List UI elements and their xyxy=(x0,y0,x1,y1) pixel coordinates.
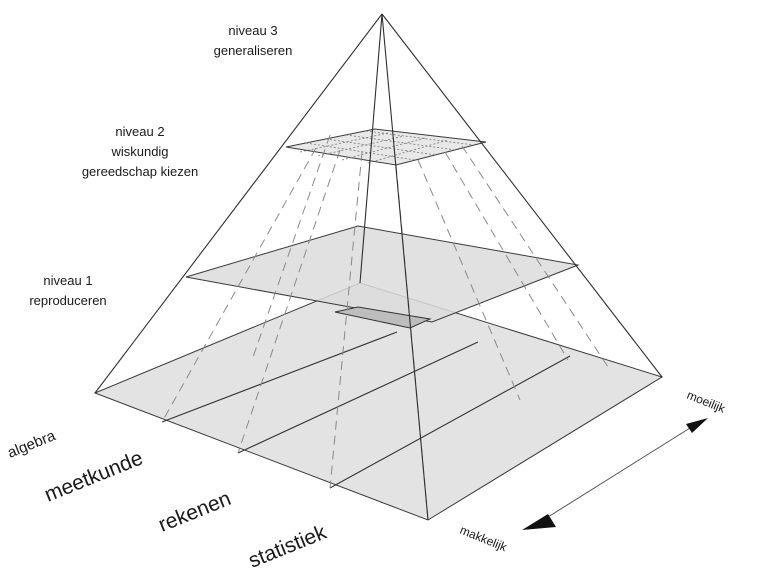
top-plane xyxy=(285,128,487,166)
domain-label-statistiek: statistiek xyxy=(245,521,330,571)
axis-label-easy: makkelijk xyxy=(458,523,510,555)
domain-label-rekenen: rekenen xyxy=(155,487,234,537)
difficulty-axis-line xyxy=(547,427,691,518)
level-1-title: niveau 1 xyxy=(43,273,92,288)
middle-plane-highlight xyxy=(334,306,432,329)
level-2-line: wiskundig xyxy=(110,144,168,159)
pyramid-edges xyxy=(94,13,663,521)
domain-divider xyxy=(237,341,479,454)
domain-label-meetkunde: meetkunde xyxy=(41,446,146,506)
arrow-head-down-icon xyxy=(522,514,556,530)
middle-plane xyxy=(185,225,580,323)
level-3-line: generaliseren xyxy=(214,43,293,58)
dashed-guides xyxy=(161,134,611,521)
domain-label-algebra: algebra xyxy=(5,427,58,462)
axis-label-hard: moeilijk xyxy=(685,388,728,416)
domain-divider xyxy=(161,331,398,423)
level-3-title: niveau 3 xyxy=(228,23,277,38)
level-2-line: gereedschap kiezen xyxy=(82,164,198,179)
level-1-line: reproduceren xyxy=(29,293,106,308)
level-2-title: niveau 2 xyxy=(115,124,164,139)
arrow-head-up-icon xyxy=(686,418,708,433)
top-plane-grid xyxy=(299,130,475,164)
domain-divider xyxy=(329,355,571,489)
